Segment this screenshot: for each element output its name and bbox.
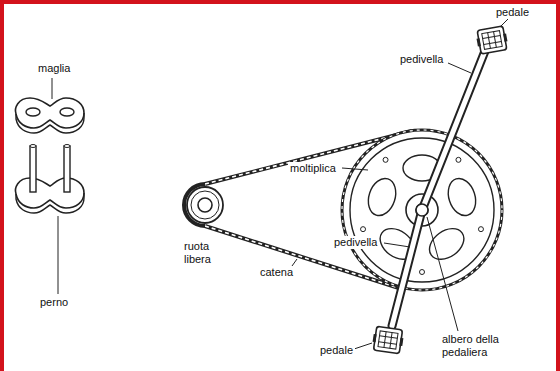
chain-pin-link [16, 145, 84, 214]
part-label: ruota libera [182, 240, 230, 266]
part-label: pedivella [398, 53, 445, 66]
part-label: perno [38, 296, 70, 309]
part-label: pedale [494, 6, 531, 19]
part-label: moltiplica [288, 162, 338, 175]
part-label: albero della pedaliera [440, 333, 522, 359]
chain-link-plate [16, 98, 84, 133]
crank-arm [392, 46, 487, 326]
freewheel [187, 187, 223, 223]
leader-line [292, 19, 508, 349]
leader-line [58, 216, 59, 294]
part-label: pedivella [332, 236, 379, 249]
pedal [371, 326, 404, 354]
part-label: pedale [318, 344, 355, 357]
part-label: catena [258, 266, 295, 279]
chainring [342, 130, 502, 290]
part-label: maglia [36, 62, 72, 75]
pedal [475, 26, 509, 55]
leader-line [52, 78, 53, 99]
